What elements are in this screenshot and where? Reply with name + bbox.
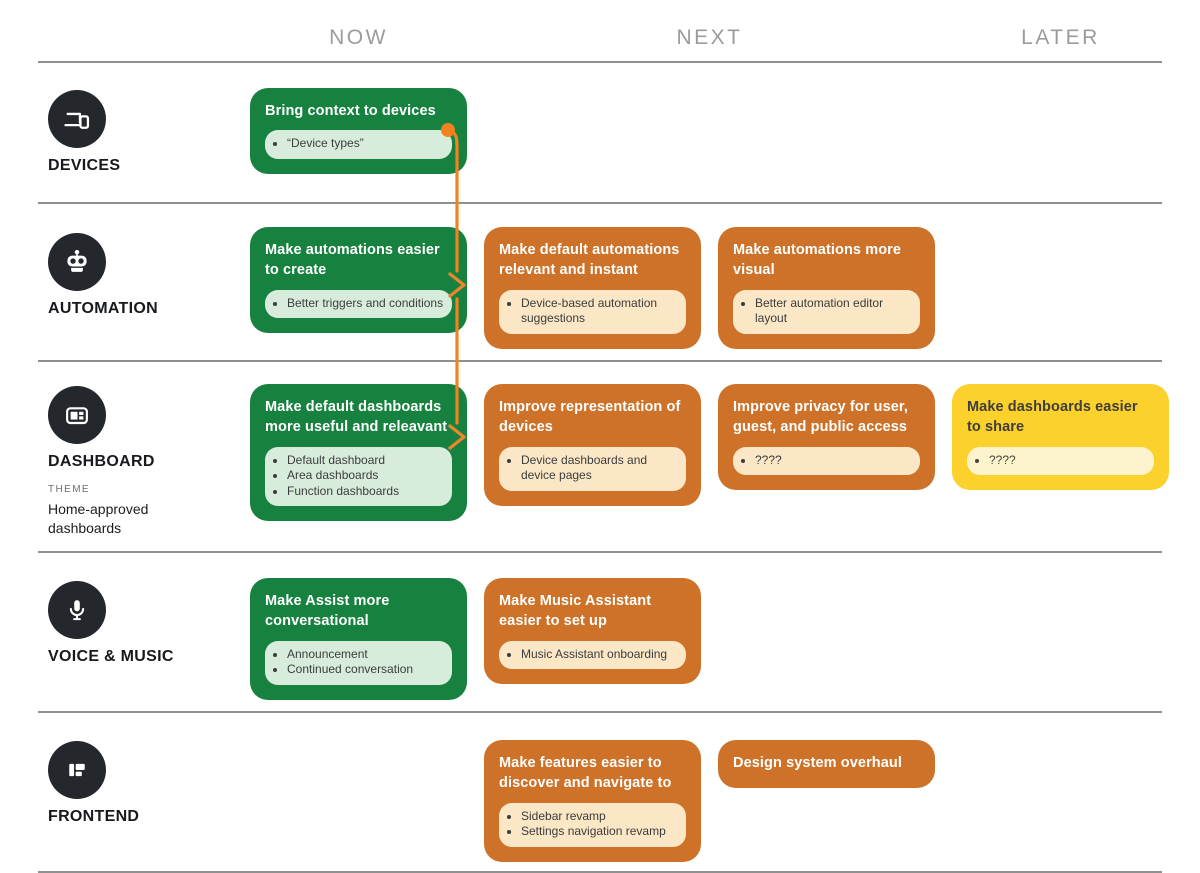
- card-bullets: Music Assistant onboarding: [499, 640, 686, 670]
- card-title: Improve privacy for user, guest, and pub…: [733, 399, 908, 436]
- bullet-item: Area dashboards: [287, 468, 444, 484]
- card-bullets: Better automation editor layout: [733, 289, 920, 334]
- row-label-automation: AUTOMATION: [48, 300, 158, 317]
- card-title: Bring context to devices: [265, 103, 436, 119]
- bullet-item: Better triggers and conditions: [287, 296, 444, 312]
- card-design-system-overhaul: Design system overhaul: [718, 713, 935, 789]
- column-header-later: LATER: [1021, 25, 1100, 49]
- row-header-devices: DEVICES: [38, 63, 233, 202]
- bullet-item: ????: [989, 453, 1146, 469]
- card-title: Make dashboards easier to share: [967, 399, 1138, 436]
- card-title: Make default dashboards more useful and …: [265, 399, 448, 436]
- card-bring-context-to-devices: Bring context to devices “Device types”: [250, 63, 467, 174]
- card-make-automations-easier: Make automations easier to create Better…: [250, 204, 467, 334]
- card-title: Make automations easier to create: [265, 242, 440, 279]
- row-frontend: FRONTEND Make features easier to discove…: [38, 713, 1162, 873]
- bullet-item: Settings navigation revamp: [521, 824, 678, 840]
- theme-label: THEME: [48, 484, 90, 495]
- card-default-dashboards-useful: Make default dashboards more useful and …: [250, 362, 467, 522]
- bullet-item: Music Assistant onboarding: [521, 647, 678, 663]
- bullet-item: Announcement: [287, 647, 444, 663]
- timeline-header: NOW NEXT LATER: [38, 0, 1162, 63]
- row-dashboard: DASHBOARD THEME Home-approved dashboards…: [38, 362, 1169, 553]
- row-header-automation: AUTOMATION: [38, 204, 233, 360]
- robot-icon: [48, 233, 106, 291]
- card-automations-more-visual: Make automations more visual Better auto…: [718, 204, 935, 349]
- card-dashboards-easier-to-share: Make dashboards easier to share ????: [952, 362, 1169, 491]
- row-voice-music: VOICE & MUSIC Make Assist more conversat…: [38, 553, 1162, 713]
- devices-icon: [48, 90, 106, 148]
- dashboard-icon: [48, 386, 106, 444]
- row-label-voice-music: VOICE & MUSIC: [48, 648, 174, 665]
- card-title: Make features easier to discover and nav…: [499, 755, 672, 792]
- card-bullets: ????: [733, 446, 920, 476]
- card-improve-representation-devices: Improve representation of devices Device…: [484, 362, 701, 506]
- bullet-item: Default dashboard: [287, 453, 444, 469]
- card-title: Make Assist more conversational: [265, 593, 390, 630]
- card-bullets: Announcement Continued conversation: [265, 640, 452, 685]
- bullet-item: Function dashboards: [287, 484, 444, 500]
- bullet-item: “Device types”: [287, 136, 444, 152]
- card-bullets: ????: [967, 446, 1154, 476]
- bullet-item: Device dashboards and device pages: [521, 453, 678, 484]
- card-assist-more-conversational: Make Assist more conversational Announce…: [250, 553, 467, 700]
- row-header-frontend: FRONTEND: [38, 713, 233, 871]
- column-header-next: NEXT: [676, 25, 743, 49]
- card-music-assistant-setup: Make Music Assistant easier to set up Mu…: [484, 553, 701, 685]
- bullet-item: ????: [755, 453, 912, 469]
- card-title: Make automations more visual: [733, 242, 902, 279]
- card-bullets: Better triggers and conditions: [265, 289, 452, 319]
- theme-value: Home-approved dashboards: [48, 501, 149, 536]
- row-label-dashboard: DASHBOARD: [48, 453, 155, 470]
- card-improve-privacy-access: Improve privacy for user, guest, and pub…: [718, 362, 935, 491]
- card-features-easier-to-discover: Make features easier to discover and nav…: [484, 713, 701, 862]
- card-bullets: Device-based automation suggestions: [499, 289, 686, 334]
- bullet-item: Continued conversation: [287, 662, 444, 678]
- row-header-voice-music: VOICE & MUSIC: [38, 553, 233, 711]
- card-bullets: Sidebar revamp Settings navigation revam…: [499, 802, 686, 847]
- card-bullets: Device dashboards and device pages: [499, 446, 686, 491]
- card-title: Design system overhaul: [733, 755, 903, 771]
- row-header-dashboard: DASHBOARD THEME Home-approved dashboards: [38, 362, 233, 551]
- column-header-now: NOW: [329, 25, 388, 49]
- card-title: Make default automations relevant and in…: [499, 242, 680, 279]
- row-label-frontend: FRONTEND: [48, 808, 140, 825]
- card-bullets: Default dashboard Area dashboards Functi…: [265, 446, 452, 507]
- microphone-icon: [48, 581, 106, 639]
- layout-icon: [48, 741, 106, 799]
- bullet-item: Better automation editor layout: [755, 296, 912, 327]
- row-label-devices: DEVICES: [48, 157, 121, 174]
- card-title: Make Music Assistant easier to set up: [499, 593, 652, 630]
- card-bullets: “Device types”: [265, 130, 452, 159]
- bullet-item: Device-based automation suggestions: [521, 296, 678, 327]
- card-title: Improve representation of devices: [499, 399, 681, 436]
- card-default-automations-relevant: Make default automations relevant and in…: [484, 204, 701, 349]
- row-devices: DEVICES Bring context to devices “Device…: [38, 63, 1162, 204]
- row-automation: AUTOMATION Make automations easier to cr…: [38, 204, 1162, 362]
- bullet-item: Sidebar revamp: [521, 809, 678, 825]
